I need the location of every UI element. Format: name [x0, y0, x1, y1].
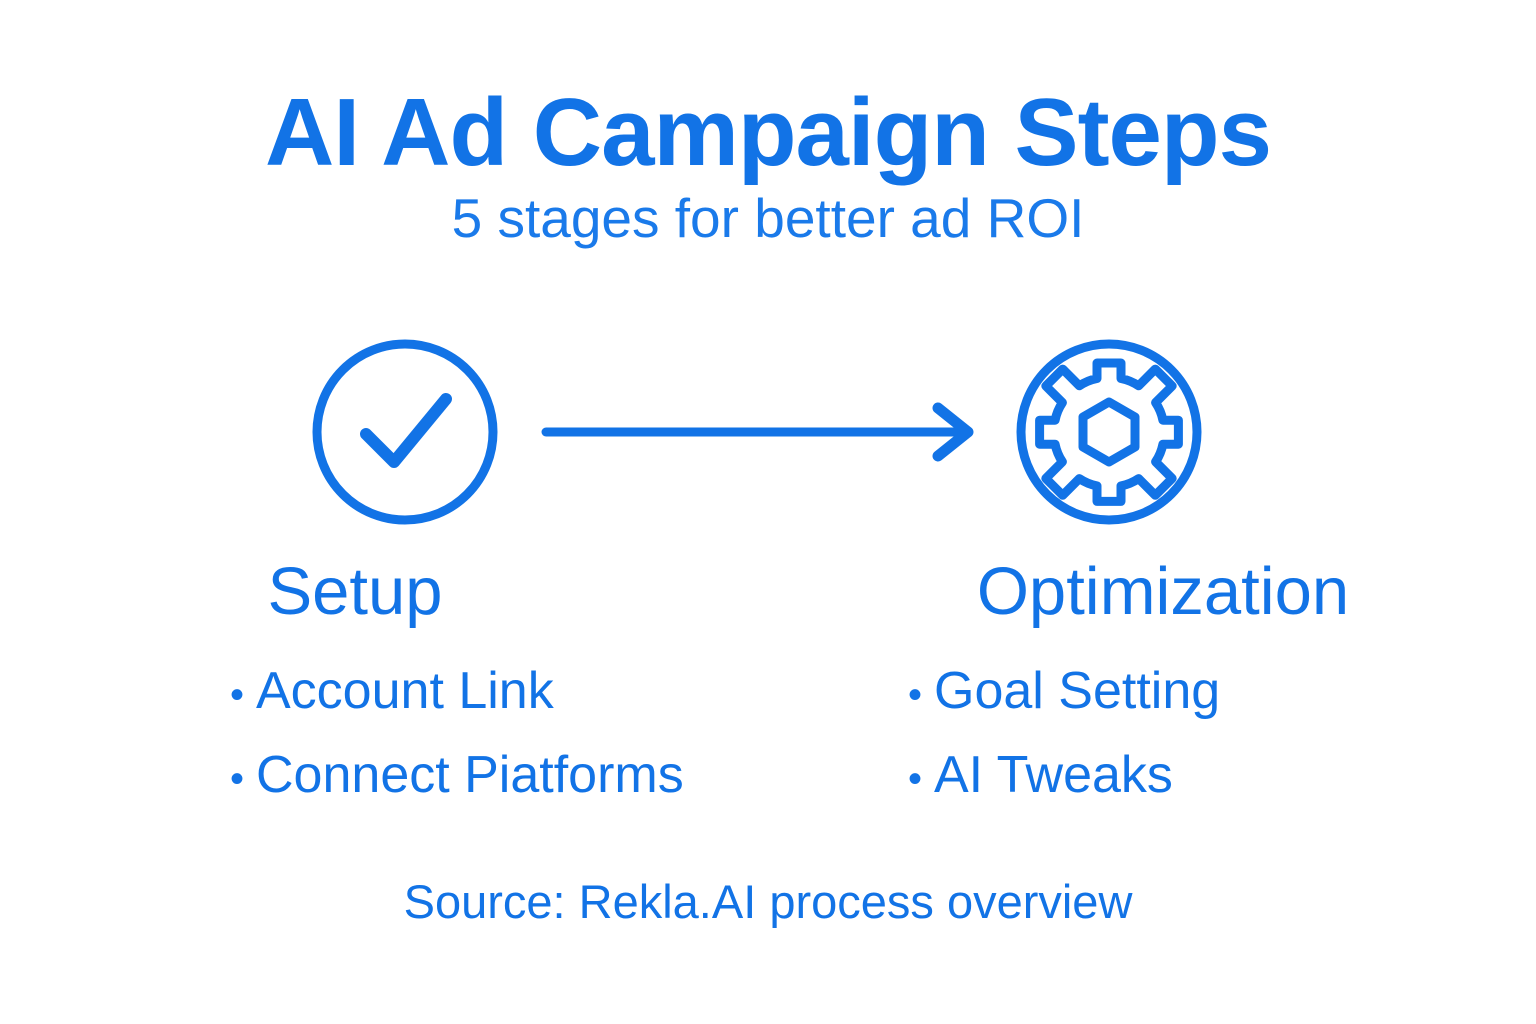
bullet-dot-icon: •: [908, 673, 923, 717]
gear-circle-icon: [1014, 337, 1204, 527]
list-item-label: Account Link: [256, 662, 554, 720]
stage-bullet-list-setup: • Account Link • Connect Piatforms: [100, 651, 720, 819]
arrow-right-icon: [540, 397, 980, 467]
stage-column-optimization: Optimization • Goal Setting • AI Tweaks: [800, 558, 1420, 819]
page-title: AI Ad Campaign Steps: [265, 79, 1272, 186]
stage-columns: Setup • Account Link • Connect Piatforms…: [0, 558, 1536, 818]
header: AI Ad Campaign Steps 5 stages for better…: [0, 84, 1536, 248]
list-item-label: AI Tweaks: [934, 746, 1173, 804]
list-item: • Connect Piatforms: [230, 735, 720, 819]
bullet-dot-icon: •: [908, 757, 923, 801]
list-item: • AI Tweaks: [908, 735, 1420, 819]
page-subtitle: 5 stages for better ad ROI: [451, 186, 1085, 249]
list-item-label: Goal Setting: [934, 662, 1221, 720]
process-flow: [0, 337, 1536, 533]
list-item: • Account Link: [230, 651, 720, 735]
bullet-dot-icon: •: [230, 673, 245, 717]
stage-heading-setup: Setup: [267, 554, 443, 629]
stage-bullet-list-optimization: • Goal Setting • AI Tweaks: [800, 651, 1420, 819]
check-circle-icon: [310, 337, 500, 527]
source-caption: Source: Rekla.AI process overview: [403, 875, 1133, 928]
stage-heading-optimization: Optimization: [976, 554, 1350, 629]
stage-column-setup: Setup • Account Link • Connect Piatforms: [100, 558, 720, 819]
list-item: • Goal Setting: [908, 651, 1420, 735]
list-item-label: Connect Piatforms: [256, 746, 684, 804]
bullet-dot-icon: •: [230, 757, 245, 801]
